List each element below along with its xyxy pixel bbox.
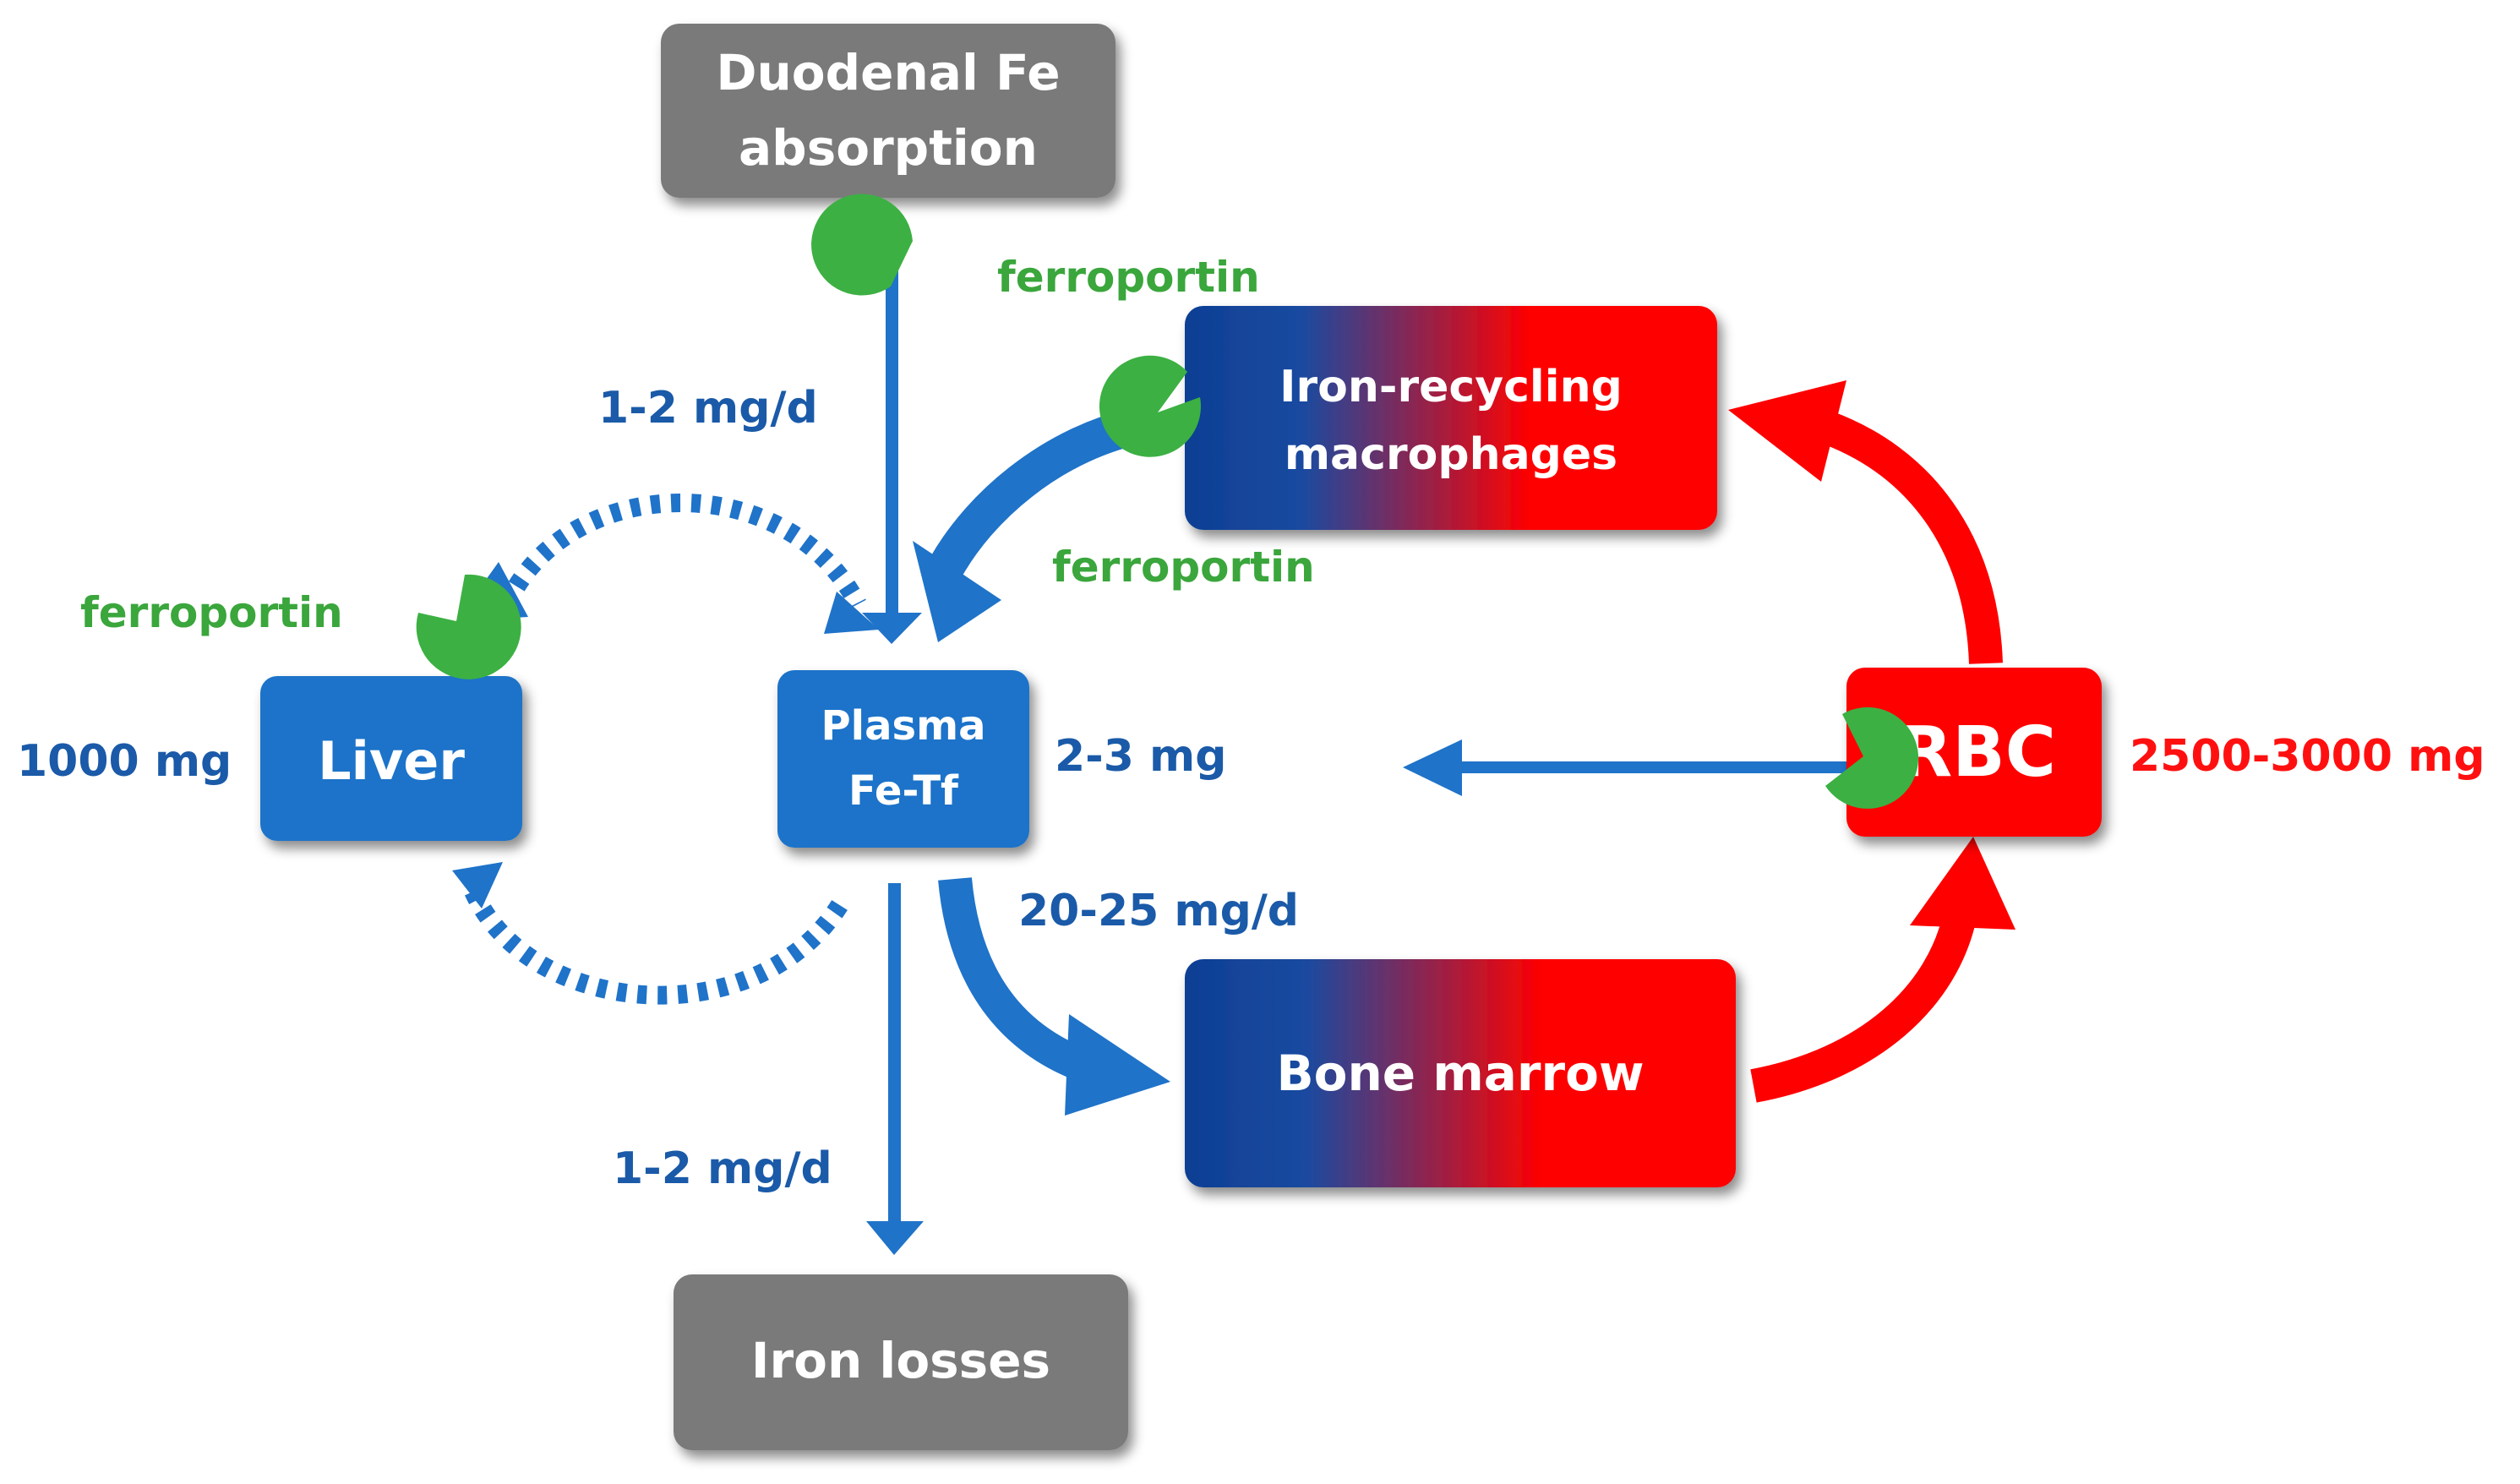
plasma-to-marrow-arrow (938, 877, 1170, 1116)
ferroportin-icon (1099, 355, 1201, 457)
liver-amount-label: 1000 mg (17, 736, 232, 787)
rbc-node: RBC (1846, 668, 2102, 837)
duodenal-label-line2: absorption (739, 119, 1038, 177)
ferroportin-icon (1825, 707, 1919, 809)
marrow-to-rbc-arrow (1750, 837, 2015, 1103)
ferroportin-icon (811, 194, 914, 296)
ferroportin-label-duodenal: ferroportin (997, 253, 1260, 302)
absorption-rate-label: 1-2 mg/d (598, 383, 818, 434)
rbc-to-plasma-arrow (1403, 739, 1872, 796)
rbc-to-macrophage-arrow (1728, 380, 2003, 664)
iron-losses-node: Iron losses (674, 1274, 1128, 1450)
plasma-label-line2: Fe-Tf (848, 767, 959, 815)
macrophages-node: Iron-recycling macrophages (1185, 306, 1717, 530)
loss-arrow (866, 883, 924, 1255)
macrophages-label-line2: macrophages (1285, 429, 1617, 480)
plasma-label-line1: Plasma (821, 702, 986, 750)
duodenal-absorption-node: Duodenal Fe absorption (661, 24, 1115, 198)
liver-label: Liver (318, 730, 465, 792)
ferroportin-label-macrophage: ferroportin (1052, 543, 1315, 592)
ferroportin-icon (416, 574, 521, 679)
iron-losses-label: Iron losses (751, 1332, 1050, 1389)
absorption-arrow (862, 262, 922, 644)
rbc-amount-label: 2500-3000 mg (2130, 731, 2485, 782)
liver-plasma-dotted-arc-top (456, 494, 879, 634)
macrophages-label-line1: Iron-recycling (1279, 362, 1623, 412)
macrophage-to-plasma-arrow (913, 408, 1137, 642)
rbc-label: RBC (1899, 712, 2056, 793)
duodenal-label-line1: Duodenal Fe (716, 44, 1060, 101)
liver-plasma-dotted-arc-bottom (452, 862, 854, 1005)
liver-node: Liver (260, 676, 522, 841)
ferroportin-label-liver: ferroportin (80, 588, 343, 637)
loss-rate-label: 1-2 mg/d (613, 1143, 832, 1194)
erythropoiesis-rate-label: 20-25 mg/d (1018, 886, 1299, 936)
bone-marrow-label: Bone marrow (1276, 1045, 1644, 1102)
bone-marrow-node: Bone marrow (1185, 959, 1736, 1187)
plasma-amount-label: 2-3 mg (1055, 731, 1226, 782)
plasma-node: Plasma Fe-Tf (777, 670, 1029, 848)
